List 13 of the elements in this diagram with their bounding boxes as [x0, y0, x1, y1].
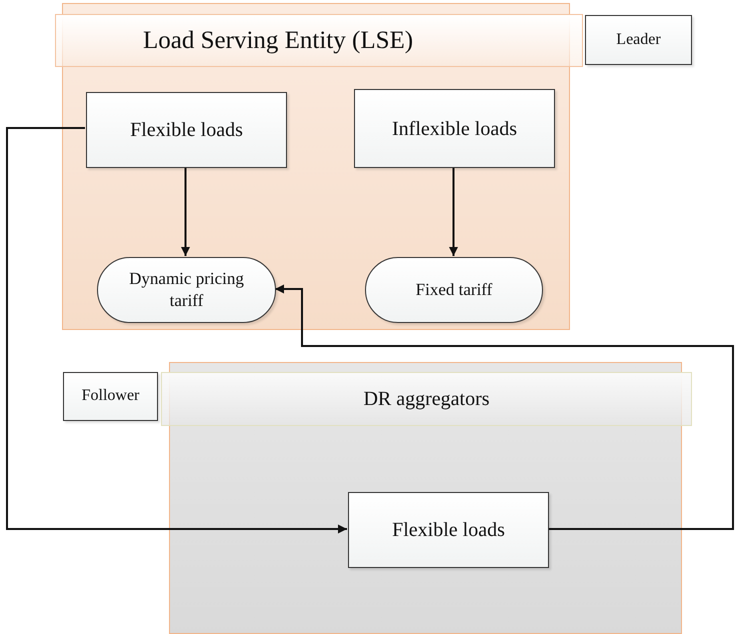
- panel-title: DR aggregators: [363, 388, 490, 410]
- process-box: Flexible loads: [348, 492, 549, 568]
- arrow: [181, 167, 190, 256]
- process-box: Inflexible loads: [354, 89, 555, 168]
- arrow: [275, 284, 734, 530]
- terminal-pill: Fixed tariff: [365, 257, 543, 323]
- role-tag: Leader: [585, 15, 692, 65]
- role-tag: Follower: [63, 372, 158, 421]
- arrow: [449, 167, 458, 256]
- terminal-pill: Dynamic pricing tariff: [97, 257, 276, 323]
- arrow: [6, 127, 347, 534]
- process-box: Flexible loads: [86, 92, 287, 168]
- panel-title: Load Serving Entity (LSE): [143, 26, 414, 54]
